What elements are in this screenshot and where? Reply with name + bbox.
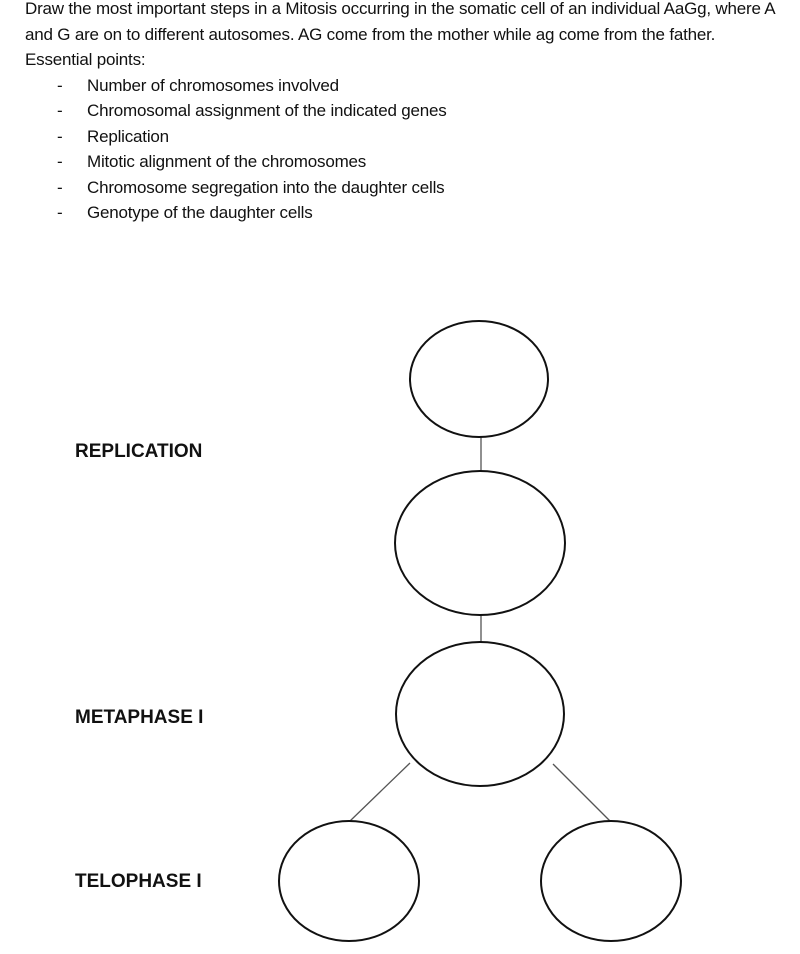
metaphase-cell [395,641,565,787]
list-item: - Chromosomal assignment of the indicated… [25,98,795,124]
bullet: - [57,75,63,95]
point-text: Replication [87,126,169,146]
essential-points-list: - Number of chromosomes involved - Chromos… [25,73,795,226]
replication-label: REPLICATION [75,441,203,462]
connector-line [552,763,612,823]
point-text: Genotype of the daughter cells [87,203,313,222]
list-item: - Chromosome segregation into the daughte… [25,175,795,201]
parent-cell [409,320,549,438]
bullet: - [57,177,63,197]
question-paragraph: Draw the most important steps in a Mitos… [25,0,775,44]
essential-points-heading: Essential points: [25,50,146,69]
bullet: - [57,152,63,171]
connector-line [349,762,411,822]
bullet: - [57,203,63,222]
bullet: - [57,126,63,146]
list-item: - Replication [25,124,795,150]
list-item: - Number of chromosomes involved [25,73,795,99]
list-item: - Mitotic alignment of the chromosomes [25,149,795,175]
point-text: Chromosome segregation into the daughter… [87,177,445,197]
metaphase-label: METAPHASE I [75,707,204,728]
point-text: Mitotic alignment of the chromosomes [87,152,367,171]
question-text: Draw the most important steps in a Mitos… [25,0,795,226]
list-item: - Genotype of the daughter cells [25,200,795,226]
replication-cell [394,470,566,616]
daughter-cell-left [278,820,420,942]
telophase-label: TELOPHASE I [75,871,202,892]
bullet: - [57,101,63,120]
daughter-cell-right [540,820,682,942]
point-text: Chromosomal assignment of the indicated … [87,101,447,120]
point-text: Number of chromosomes involved [87,75,339,95]
